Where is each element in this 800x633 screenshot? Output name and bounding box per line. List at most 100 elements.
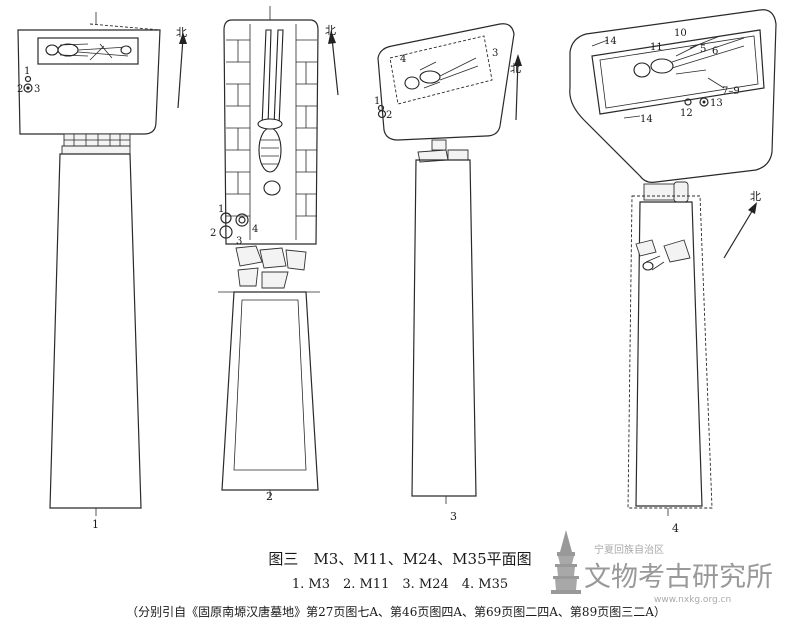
m35-label-13: 13 bbox=[710, 98, 723, 109]
m3-ribs bbox=[57, 43, 79, 57]
m35-label-5: 5 bbox=[700, 44, 706, 55]
m24-blocking bbox=[417, 139, 469, 163]
panel-m35: 10 11 5 6 7–9 12 13 14 14 北 bbox=[569, 9, 777, 535]
m35-item-13 bbox=[699, 97, 709, 107]
m3-label-1: 1 bbox=[24, 66, 30, 77]
panel-m3: 1 2 3 北 1 bbox=[17, 12, 187, 531]
m35-skeleton bbox=[633, 35, 745, 78]
pagoda-logo-icon bbox=[551, 530, 581, 594]
m11-label-1: 1 bbox=[218, 204, 224, 215]
m35-panel-number: 4 bbox=[672, 522, 679, 535]
m35-marker-14a bbox=[591, 39, 609, 47]
m11-label-4: 4 bbox=[252, 224, 258, 235]
m3-north-arrow bbox=[177, 37, 184, 109]
figure-source: （分别引自《固原南塬汉唐墓地》第27页图七A、第46页图四A、第69页图二四A、… bbox=[126, 604, 666, 619]
m11-skeleton bbox=[257, 29, 284, 196]
m11-item-1 bbox=[220, 212, 232, 224]
m3-chamber-dashed-edge bbox=[89, 23, 161, 31]
m3-sealing-bricks bbox=[61, 133, 131, 155]
m24-panel-number: 3 bbox=[450, 510, 457, 523]
m24-label-2: 2 bbox=[386, 110, 392, 121]
m3-north-label: 北 bbox=[176, 26, 187, 39]
m3-item-1 bbox=[24, 75, 32, 83]
m35-label-14a: 14 bbox=[604, 36, 617, 47]
m11-item-3 bbox=[235, 213, 249, 227]
m24-ramp-shaft bbox=[411, 159, 477, 497]
m24-ribs bbox=[419, 70, 441, 84]
m3-item-2-dot bbox=[26, 86, 30, 90]
m35-label-14b: 14 bbox=[640, 114, 653, 125]
figure-subcaption: 1. M3 2. M11 3. M24 4. M35 bbox=[292, 577, 508, 592]
m35-marker-14b bbox=[623, 115, 641, 119]
m35-label-7-9: 7–9 bbox=[722, 86, 740, 97]
m3-second-skull bbox=[120, 45, 132, 55]
m24-north-arrow bbox=[515, 59, 519, 121]
m3-label-2: 2 bbox=[17, 84, 23, 95]
m11-north-arrow bbox=[331, 37, 339, 96]
m3-skeleton bbox=[45, 43, 132, 61]
m24-coffin bbox=[389, 35, 493, 105]
m11-skull bbox=[263, 180, 281, 196]
m35-chamber-outline bbox=[569, 9, 777, 183]
m24-long-bones bbox=[419, 57, 479, 89]
m24-north-label: 北 bbox=[510, 62, 521, 75]
m3-panel-number: 1 bbox=[92, 518, 99, 531]
m35-label-12: 12 bbox=[680, 108, 693, 119]
m35-ramp-shaft bbox=[635, 201, 703, 507]
m24-skull bbox=[404, 76, 420, 90]
m35-north-arrowhead bbox=[748, 202, 757, 214]
m35-blocking bbox=[643, 181, 689, 203]
m35-label-11: 11 bbox=[650, 42, 663, 53]
m11-panel-number: 2 bbox=[266, 490, 273, 503]
m35-north-label: 北 bbox=[750, 190, 761, 203]
m35-ribs bbox=[650, 58, 674, 74]
watermark: 宁夏回族自治区 文物考古研究所 www.nxkg.org.cn bbox=[551, 530, 773, 605]
m11-label-3: 3 bbox=[236, 236, 242, 247]
panel-m24: 4 3 1 2 北 3 bbox=[374, 23, 522, 523]
m3-north-arrowhead bbox=[179, 32, 187, 44]
m35-skull bbox=[633, 62, 651, 78]
m11-north-arrowhead bbox=[328, 30, 336, 44]
m3-chamber-outline bbox=[17, 29, 161, 135]
m3-long-bones bbox=[59, 43, 129, 61]
watermark-line2: 文物考古研究所 bbox=[584, 562, 773, 593]
m35-coffin-inner bbox=[599, 35, 759, 109]
m35-ramp-remains bbox=[635, 239, 691, 271]
m11-blocking-stones bbox=[235, 245, 307, 289]
m35-coffin-outer bbox=[591, 29, 765, 115]
m35-item-13-dot bbox=[702, 100, 706, 104]
m3-skull bbox=[45, 44, 59, 56]
m3-ramp-shaft bbox=[49, 153, 142, 509]
m11-north-label: 北 bbox=[325, 24, 336, 37]
m24-skeleton bbox=[404, 57, 479, 90]
m35-long-bones bbox=[671, 35, 745, 75]
m35-leader-7-9 bbox=[707, 77, 725, 89]
m11-item-3-inner bbox=[238, 216, 246, 224]
m11-ribs bbox=[261, 139, 279, 165]
m24-north-arrowhead bbox=[514, 54, 522, 66]
watermark-line1: 宁夏回族自治区 bbox=[594, 543, 664, 556]
m11-ramp-shaft bbox=[221, 291, 319, 491]
m24-label-3: 3 bbox=[492, 48, 498, 59]
m24-label-1: 1 bbox=[374, 96, 380, 107]
m35-north-arrow bbox=[723, 207, 755, 259]
figure-caption: 图三 M3、M11、M24、M35平面图 bbox=[268, 550, 531, 568]
m11-ramp-inner bbox=[233, 299, 307, 471]
m11-label-2: 2 bbox=[210, 228, 216, 239]
m11-right-leg bbox=[273, 29, 284, 127]
m24-label-4: 4 bbox=[400, 54, 406, 65]
m3-coffin bbox=[37, 37, 139, 65]
m35-label-6: 6 bbox=[712, 46, 718, 57]
m35-label-10: 10 bbox=[674, 28, 687, 39]
m11-left-leg bbox=[261, 29, 272, 127]
panel-m11: 1 2 3 4 北 2 bbox=[210, 6, 339, 503]
m35-ramp-dashed bbox=[627, 195, 713, 509]
m11-ribcage bbox=[258, 127, 282, 173]
m11-brick-walls bbox=[226, 24, 317, 240]
m11-chamber-outline bbox=[223, 19, 319, 245]
m35-item-12 bbox=[684, 98, 692, 106]
m11-item-2 bbox=[219, 225, 233, 239]
m3-label-3: 3 bbox=[34, 84, 40, 95]
